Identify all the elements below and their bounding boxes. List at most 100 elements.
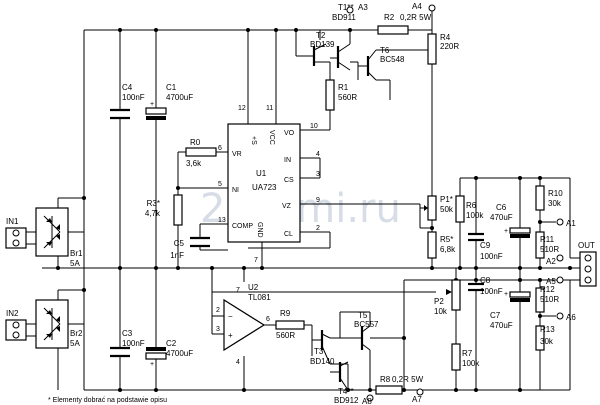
svg-text:U1: U1 [256,169,267,178]
svg-text:BD911: BD911 [332,13,356,22]
test-terminals [346,4,564,402]
resistor-r12: R12 510R [535,285,559,313]
svg-text:4: 4 [316,151,320,158]
svg-text:VZ: VZ [282,203,292,210]
resistor-r4: R4 220R [427,33,459,65]
svg-text:560R: 560R [338,93,357,102]
terminal-a8-label: A8 [362,397,372,405]
terminal-a7-label: A7 [412,395,422,404]
svg-text:BC548: BC548 [380,55,405,64]
resistor-r0: R0 3,6k [185,138,217,168]
svg-text:3,6k: 3,6k [186,159,202,168]
svg-text:C3: C3 [122,329,133,338]
connector-out: OUT [578,241,597,287]
transistor-t5: T5 BC557 [340,311,384,351]
svg-text:VCC: VCC [268,130,275,145]
transistor-t6: T6 BC548 [358,46,405,81]
svg-text:R10: R10 [548,189,563,198]
bridge-rectifier-br1: Br1 5A [35,207,83,268]
svg-text:Br2: Br2 [70,329,83,338]
svg-text:C9: C9 [480,241,491,250]
svg-text:R9: R9 [280,309,291,318]
svg-text:100nF: 100nF [480,252,503,261]
svg-text:100nF: 100nF [480,287,503,296]
footnote: * Elementy dobrać na podstawie opisu [48,397,167,404]
svg-text:0,2R 5W: 0,2R 5W [392,375,424,384]
svg-text:C8: C8 [480,276,491,285]
bridge-rectifier-br2: Br2 5A [35,299,83,349]
connector-in2: IN2 [5,309,27,341]
svg-text:3: 3 [316,171,320,178]
svg-text:TL081: TL081 [248,293,271,302]
opamp-u2: − + U2 TL081 2 3 4 6 7 [216,283,271,366]
svg-text:+: + [150,101,154,108]
svg-text:+: + [504,291,508,298]
svg-text:10: 10 [310,123,318,130]
svg-text:R0: R0 [190,138,201,147]
svg-text:−: − [228,312,233,321]
capacitor-c4: C4 100nF [110,83,145,120]
svg-text:U2: U2 [248,283,259,292]
svg-text:IN1: IN1 [6,217,19,226]
regulator-u1: VR NI COMP IN CS VZ CL VO +S VCC GND U1 … [218,105,320,264]
svg-text:560R: 560R [276,331,295,340]
svg-text:R1: R1 [338,83,349,92]
svg-text:1nF: 1nF [170,251,184,260]
svg-text:Br1: Br1 [70,249,83,258]
svg-text:+: + [504,228,508,235]
svg-text:100nF: 100nF [122,339,145,348]
potentiometer-p1: P1* 50k [420,195,454,221]
svg-text:7: 7 [254,257,258,264]
svg-text:C4: C4 [122,83,133,92]
svg-text:T6: T6 [380,46,390,55]
svg-text:UA723: UA723 [252,183,277,192]
capacitor-c2: + C2 4700uF [145,339,193,368]
svg-text:30k: 30k [540,337,554,346]
svg-text:10k: 10k [434,307,448,316]
resistor-r3: R3* 4,7k [145,194,183,226]
svg-text:BD912: BD912 [334,396,359,405]
svg-text:11: 11 [266,105,273,112]
svg-text:2: 2 [316,225,320,232]
resistor-r7: R7 100k [451,343,480,371]
svg-text:30k: 30k [548,199,562,208]
capacitor-c8: C8 100nF [468,276,503,296]
svg-text:CL: CL [284,231,293,238]
svg-text:6: 6 [218,145,222,152]
resistor-r9: R9 560R [275,309,305,340]
capacitor-c1: + C1 4700uF [145,83,193,120]
svg-text:C6: C6 [496,203,507,212]
svg-text:9: 9 [316,197,320,204]
svg-text:510R: 510R [540,245,559,254]
svg-text:R2: R2 [384,13,395,22]
svg-text:2: 2 [216,307,220,314]
wiring [26,10,580,391]
svg-text:C7: C7 [490,311,501,320]
svg-text:4700uF: 4700uF [166,93,193,102]
svg-text:12: 12 [238,105,246,112]
transistor-t4: T4** BD912 [330,361,359,405]
svg-text:+: + [150,361,154,368]
capacitor-c5: C5 1nF [170,236,210,260]
resistor-r13: R13 30k [535,325,555,351]
svg-text:R6: R6 [466,201,477,210]
svg-text:CS: CS [284,177,294,184]
svg-text:100k: 100k [462,359,480,368]
svg-text:IN2: IN2 [6,309,19,318]
terminal-a2-label: A2 [546,257,556,266]
resistor-r2: R2 0,2R 5W A4 [377,2,432,35]
capacitor-c3: C3 100nF [110,329,145,358]
resistor-r11: R11 510R [535,231,559,259]
svg-text:OUT: OUT [578,241,595,250]
svg-text:R3*: R3* [147,199,160,208]
transistor-t1: T1** BD911 A3 [332,3,368,71]
terminal-a6-label: A6 [566,313,576,322]
svg-text:VO: VO [284,130,295,137]
svg-text:C1: C1 [166,83,177,92]
resistor-r8: R8 0,2R 5W [375,375,424,395]
svg-text:R5*: R5* [440,235,453,244]
svg-text:P1*: P1* [440,195,453,204]
svg-text:470uF: 470uF [490,213,513,222]
svg-text:R7: R7 [462,349,473,358]
svg-text:R13: R13 [540,325,555,334]
